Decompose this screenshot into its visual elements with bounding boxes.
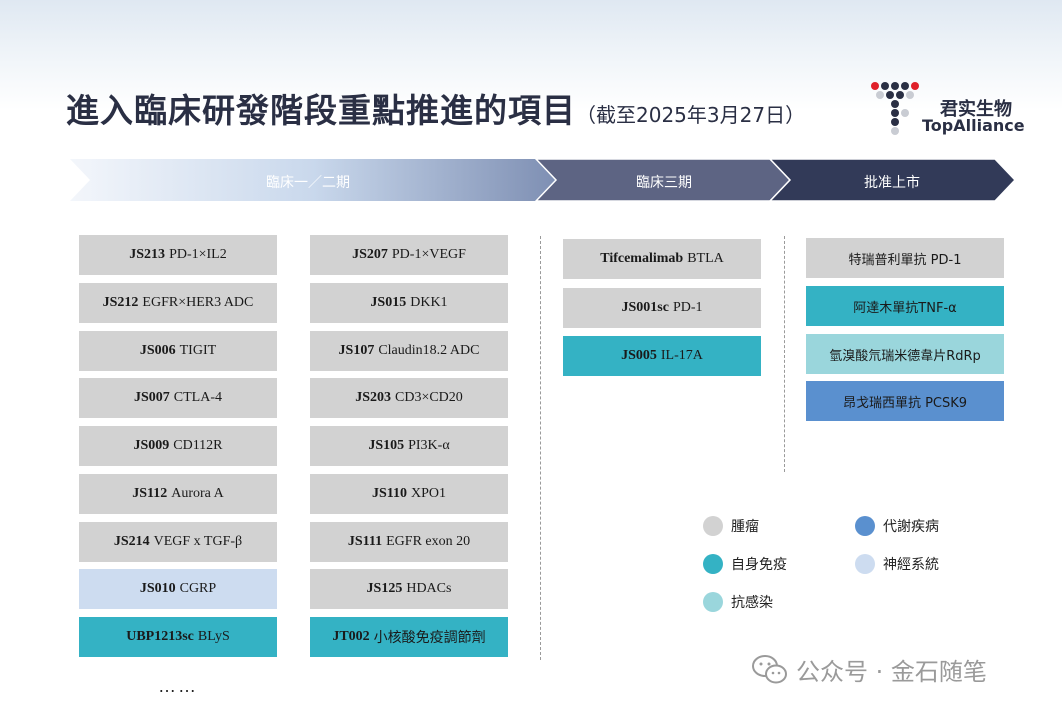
phase-arrow-2 bbox=[534, 159, 792, 201]
approved-item: 氫溴酸氘瑞米德韋片RdRp bbox=[806, 334, 1004, 374]
approved-item: 昂戈瑞西單抗 PCSK9 bbox=[806, 381, 1004, 421]
page-title: 進入臨床研發階段重點推進的項目（截至2025年3月27日） bbox=[66, 84, 805, 132]
legend-dot-icon bbox=[855, 554, 875, 574]
logo-name-en: TopAlliance bbox=[922, 116, 1025, 135]
legend-item: 代謝疾病 bbox=[855, 514, 939, 538]
logo-name-cn: 君实生物 bbox=[940, 99, 1012, 120]
legend-dot-icon bbox=[703, 554, 723, 574]
legend-item: 腫瘤 bbox=[703, 514, 759, 538]
phase-arrow-1 bbox=[70, 159, 556, 201]
page-title-main: 進入臨床研發階段重點推進的項目 bbox=[66, 91, 576, 130]
legend-item: 神經系統 bbox=[855, 552, 939, 576]
legend-dot-icon bbox=[855, 516, 875, 536]
phase-divider bbox=[784, 236, 785, 472]
more-indicator: …… bbox=[158, 676, 198, 696]
header-background bbox=[0, 0, 1062, 110]
watermark-text: 公众号 · 金石随笔 bbox=[796, 658, 987, 686]
phase-divider bbox=[540, 236, 541, 660]
approved-item: 特瑞普利單抗 PD-1 bbox=[806, 238, 1004, 278]
legend-dot-icon bbox=[703, 592, 723, 612]
watermark: 公众号 · 金石随笔 bbox=[752, 652, 987, 687]
phase-arrow-3 bbox=[768, 159, 1015, 201]
phase-label-3: 批准上市 bbox=[864, 175, 920, 191]
page-subtitle: （截至2025年3月27日） bbox=[576, 103, 806, 127]
approved-item: 阿達木單抗TNF-α bbox=[806, 286, 1004, 326]
topalliance-logo-icon bbox=[871, 82, 919, 135]
phase-arrow-bar bbox=[70, 159, 1015, 201]
wechat-icon bbox=[752, 654, 787, 683]
phase-label-2: 臨床三期 bbox=[636, 175, 692, 191]
phase-label-1: 臨床一／二期 bbox=[266, 175, 350, 191]
legend-item: 自身免疫 bbox=[703, 552, 787, 576]
legend-item: 抗感染 bbox=[703, 590, 773, 614]
legend-dot-icon bbox=[703, 516, 723, 536]
